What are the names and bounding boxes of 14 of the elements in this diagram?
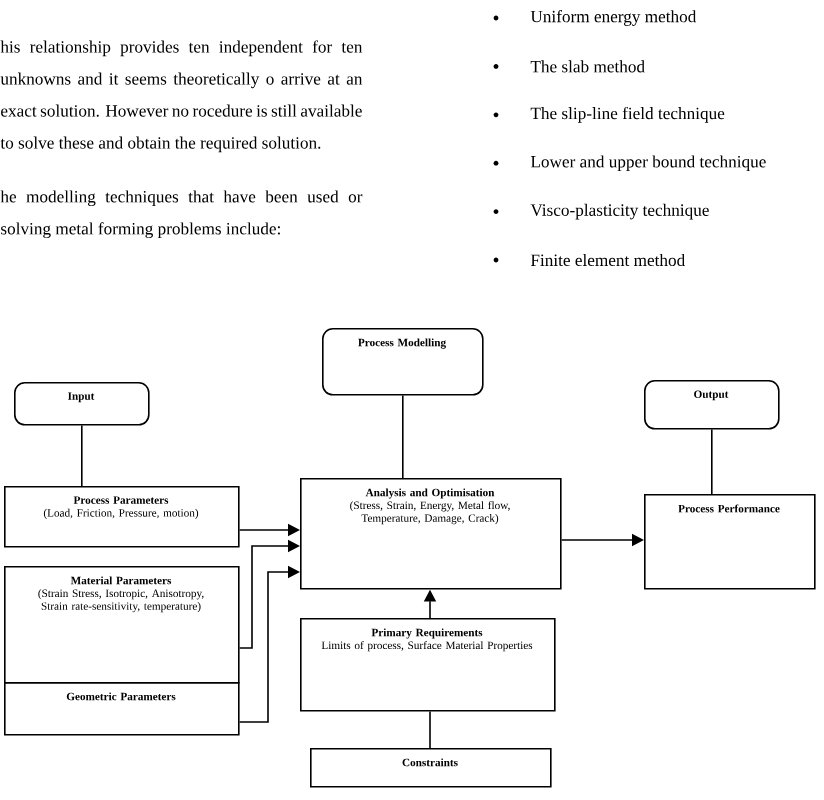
bullet-item: Lower and upper bound technique <box>493 155 766 171</box>
bullet-item: Finite element method <box>493 253 685 267</box>
arrow <box>238 539 300 649</box>
connector-line <box>429 710 431 749</box>
arrow <box>238 565 300 723</box>
connector-line <box>711 428 713 495</box>
paragraph: his relationship provides ten independent for ten unknowns and it seems theoretically o arrive at an exact solution. However no rocedure is still available to solve these and obtain the required solution. <box>0 40 363 153</box>
bullet-item: The slab method <box>493 60 645 73</box>
connector-line <box>81 424 83 487</box>
bullet-item: The slip-line field technique <box>493 106 725 123</box>
paragraph: he modelling techniques that have been used or solving metal forming problems include: <box>0 190 363 239</box>
connector-line <box>402 394 404 479</box>
bullet-item: Visco-plasticity technique <box>493 203 709 220</box>
bullet-item: Uniform energy method <box>493 10 697 26</box>
